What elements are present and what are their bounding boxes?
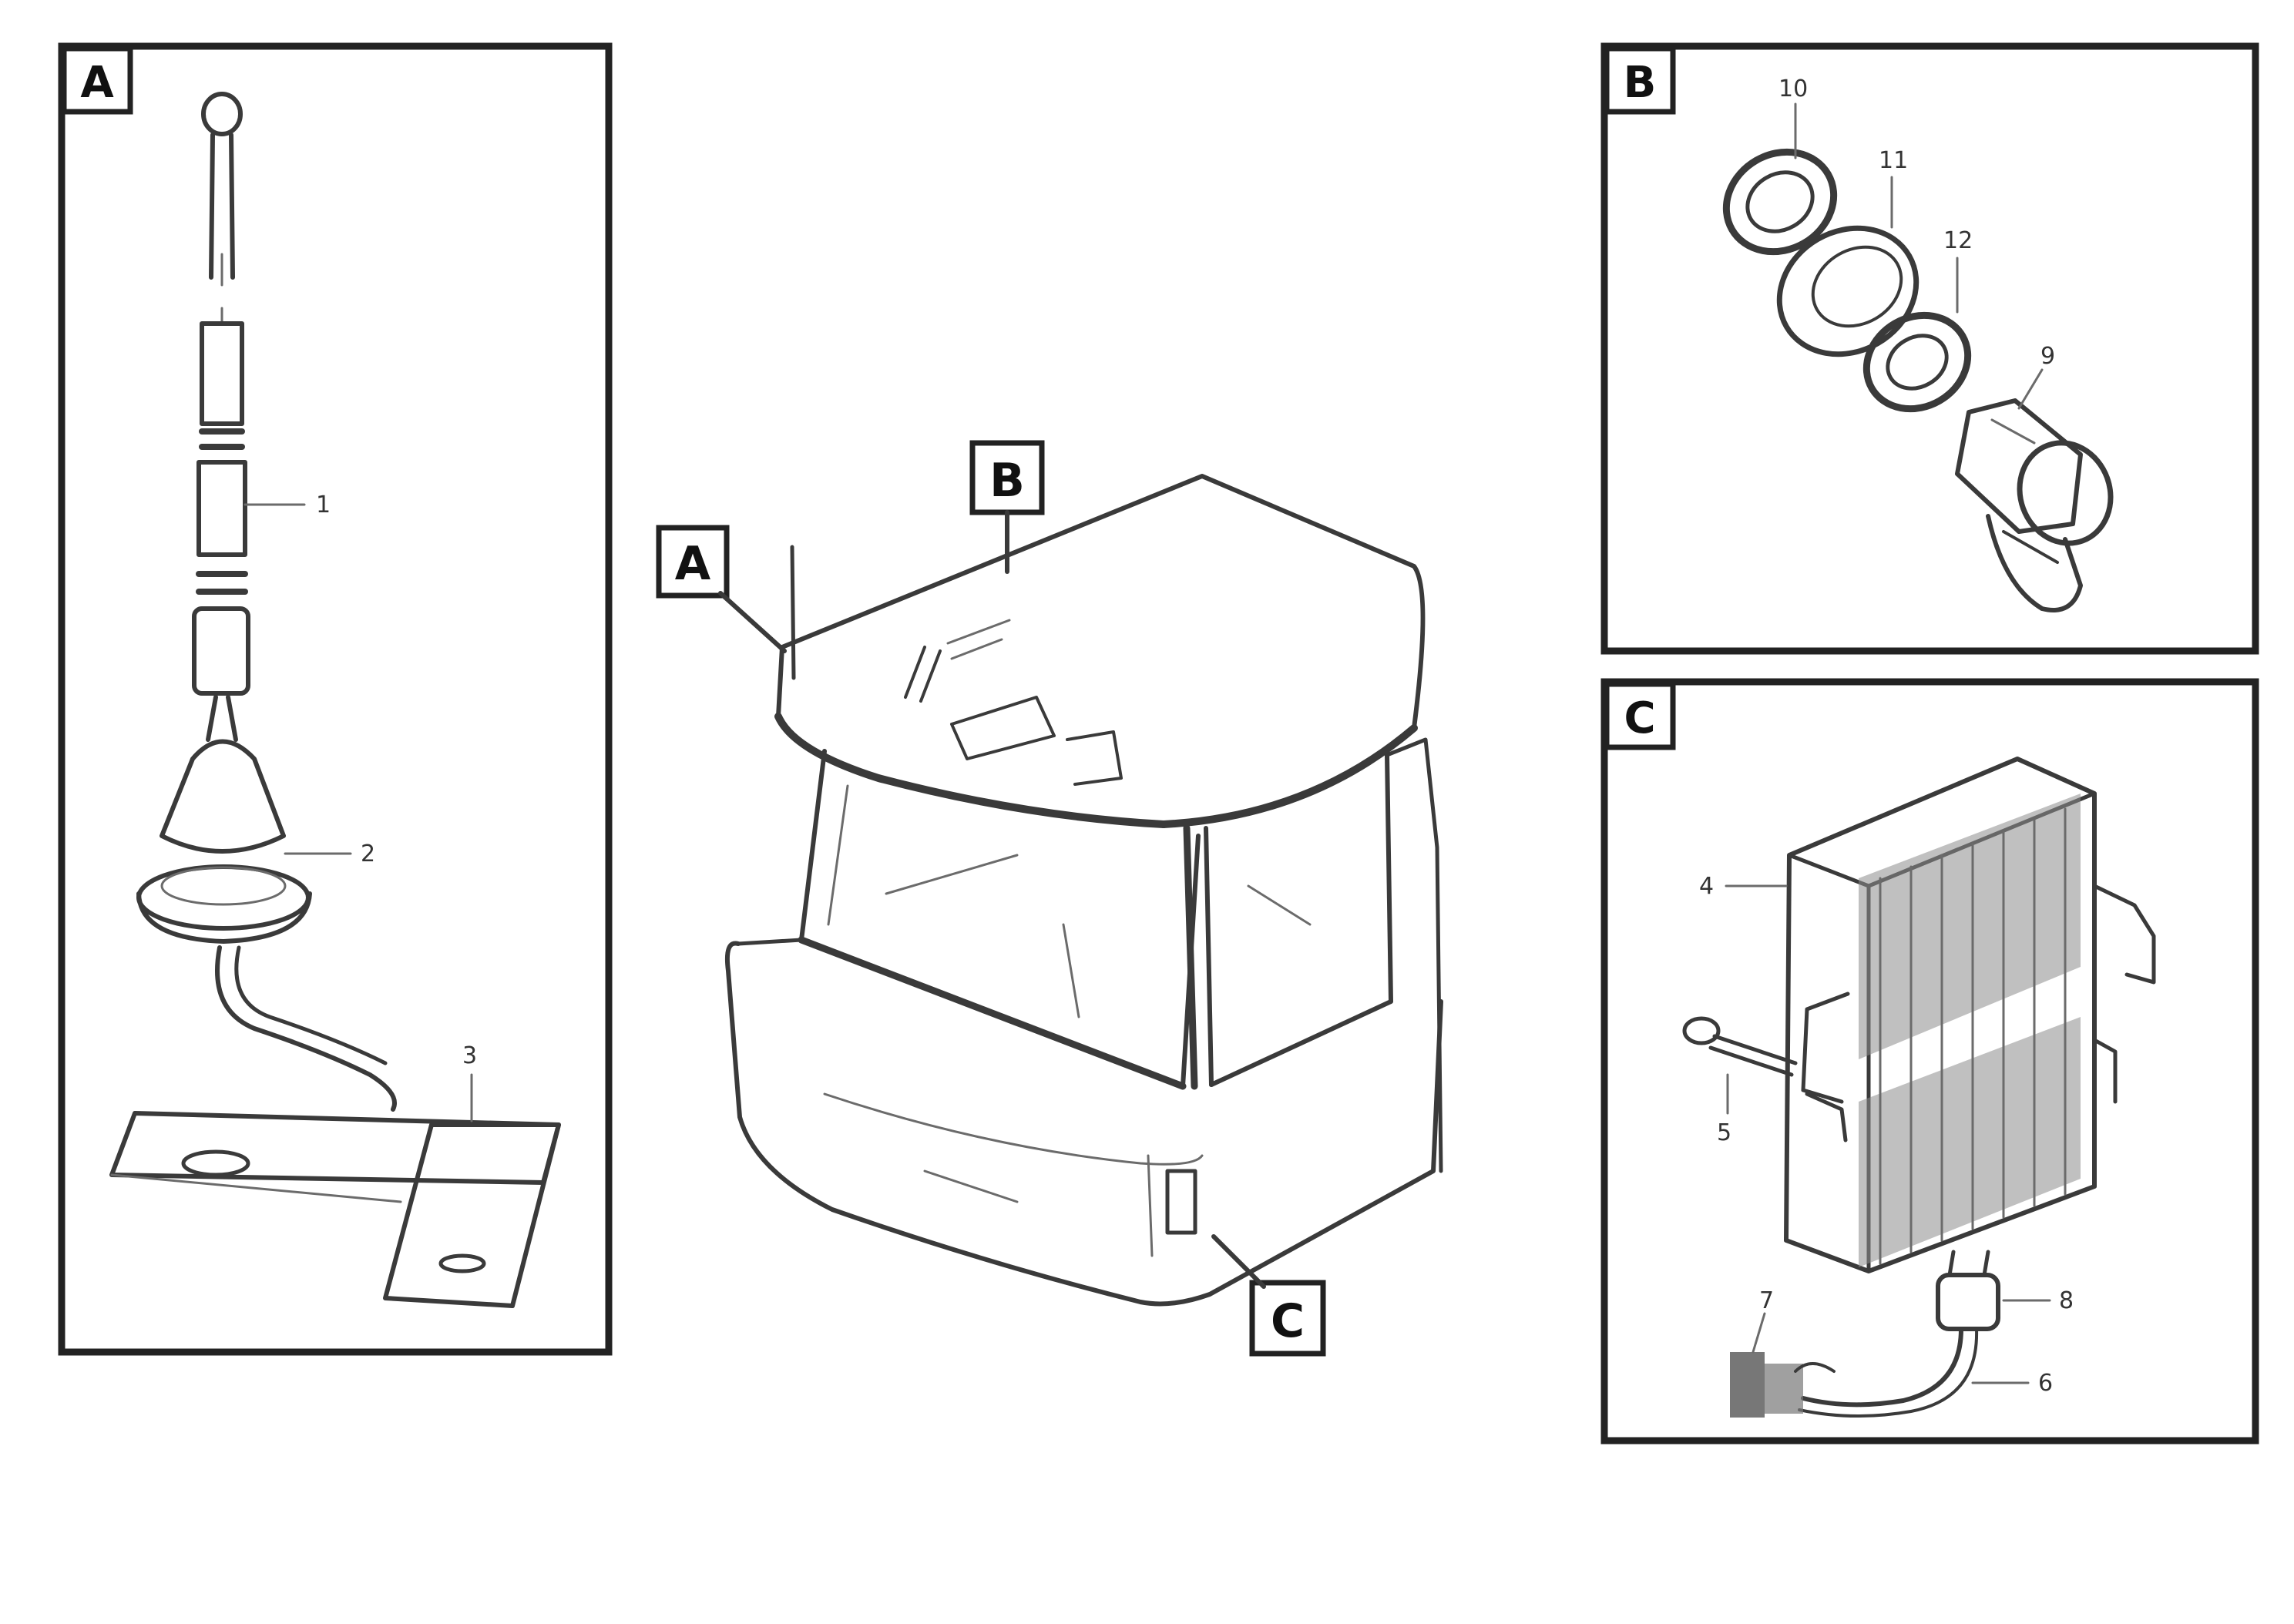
callout-c-7: 7 — [1759, 1287, 1774, 1314]
hose-6 — [1801, 1327, 1963, 1408]
callout-b-9: 9 — [2040, 343, 2055, 370]
callout-b-12: 12 — [1943, 227, 1973, 254]
cab-lower-body — [724, 941, 1443, 1307]
detail-a-tag-box — [61, 45, 133, 115]
detail-a-tag: A — [80, 58, 114, 108]
radiator-fins-lower — [1859, 1017, 2081, 1267]
ring-10 — [1722, 148, 1838, 256]
detail-c-tag-box — [1604, 681, 1676, 750]
detail-a-frame — [58, 42, 613, 1356]
detail-b-tag-box — [1604, 45, 1676, 115]
antenna-whip — [192, 92, 250, 696]
cab-overview: A B C — [656, 440, 1443, 1357]
cab-side-window — [1209, 753, 1393, 1087]
callout-b-10: 10 — [1778, 75, 1808, 102]
mounting-bracket — [109, 1111, 561, 1308]
antenna-base — [136, 695, 312, 944]
overview-tag-c-box — [1249, 1280, 1326, 1357]
overview-leader-a — [718, 591, 787, 653]
cab-roof — [776, 474, 1426, 827]
callout-b-11: 11 — [1879, 147, 1908, 174]
detail-c-panel: C 5 — [1600, 678, 2259, 1444]
callout-c-4: 4 — [1699, 873, 1714, 900]
callout-c-6: 6 — [2038, 1370, 2053, 1397]
ring-12 — [1862, 311, 1972, 413]
callout-a-2: 2 — [361, 841, 375, 867]
detail-c-frame — [1600, 678, 2259, 1444]
connector-7 — [1730, 1352, 1836, 1418]
lamp-housing-9 — [1955, 398, 2114, 612]
cab-roof-edge — [774, 713, 1167, 828]
callout-c-5: 5 — [1717, 1119, 1731, 1146]
callout-a-1: 1 — [316, 492, 331, 518]
callout-c-8: 8 — [2059, 1287, 2074, 1314]
overview-leader-c — [1211, 1234, 1266, 1289]
overview-tag-a: A — [675, 537, 711, 591]
detail-b-tag: B — [1624, 58, 1657, 108]
overview-tag-a-box — [656, 525, 730, 599]
valve-8 — [1936, 1250, 2000, 1331]
detail-b-panel: B 10 11 12 9 — [1600, 42, 2259, 655]
callout-a-3: 3 — [462, 1042, 477, 1069]
overview-tag-b: B — [989, 454, 1025, 508]
detail-b-frame — [1600, 42, 2259, 655]
bolt-5 — [1682, 1016, 1798, 1077]
overview-tag-c: C — [1271, 1294, 1305, 1348]
radiator-fins-upper — [1859, 794, 2081, 1059]
overview-tag-b-box — [969, 440, 1045, 515]
detail-a-panel: A — [58, 42, 613, 1356]
radiator-unit — [1784, 757, 2156, 1273]
detail-c-tag: C — [1624, 693, 1655, 743]
